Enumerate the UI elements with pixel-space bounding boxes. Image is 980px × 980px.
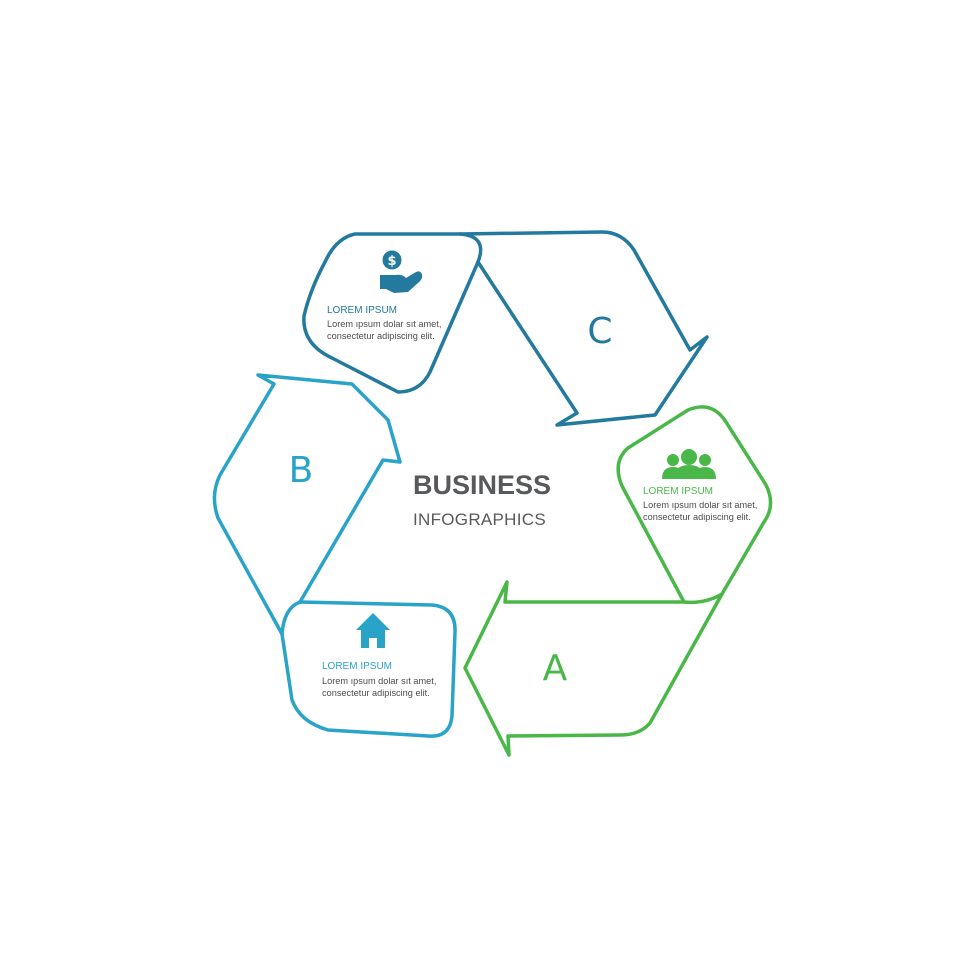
segment-c-letter: C: [587, 311, 612, 352]
home-icon: [356, 613, 390, 648]
segment-a-body-line1: Lorem ıpsum dolar sıt amet,: [643, 500, 757, 510]
segment-c: C $ LOREM IPSUM Lorem ıpsum dolar sıt am…: [302, 230, 709, 427]
segment-b-arrow-outline: [212, 373, 402, 636]
segment-b-card-outline: [280, 600, 457, 738]
segment-a-letter: A: [543, 648, 568, 689]
segment-a-card-outline: [616, 405, 773, 605]
people-icon: [662, 449, 716, 479]
center-title: BUSINESS: [413, 470, 551, 500]
segment-c-body-line1: Lorem ıpsum dolar sıt amet,: [327, 319, 441, 329]
segment-c-card-outline: [302, 232, 483, 394]
segment-a-body-line2: consectetur adipiscing elit.: [643, 512, 751, 522]
segment-a-arrow-outline: [463, 580, 724, 757]
segment-a-heading: LOREM IPSUM: [643, 486, 713, 497]
svg-text:$: $: [387, 254, 396, 269]
money-hand-icon: $: [380, 250, 423, 293]
center-subtitle: INFOGRAPHICS: [413, 510, 546, 529]
segment-c-heading: LOREM IPSUM: [327, 305, 397, 316]
segment-b-body-line2: consectetur adipiscing elit.: [322, 688, 430, 698]
segment-a: A LOREM IPSUM Lorem ıpsum dolar sıt amet…: [463, 405, 773, 757]
segment-c-arrow-outline: [458, 230, 709, 427]
segment-b-heading: LOREM IPSUM: [322, 661, 392, 672]
segment-b: B LOREM IPSUM Lorem ıpsum dolar sıt amet…: [212, 373, 457, 738]
segment-b-letter: B: [289, 450, 314, 491]
segment-b-body-line1: Lorem ıpsum dolar sıt amet,: [322, 676, 436, 686]
segment-c-body-line2: consectetur adipiscing elit.: [327, 331, 435, 341]
